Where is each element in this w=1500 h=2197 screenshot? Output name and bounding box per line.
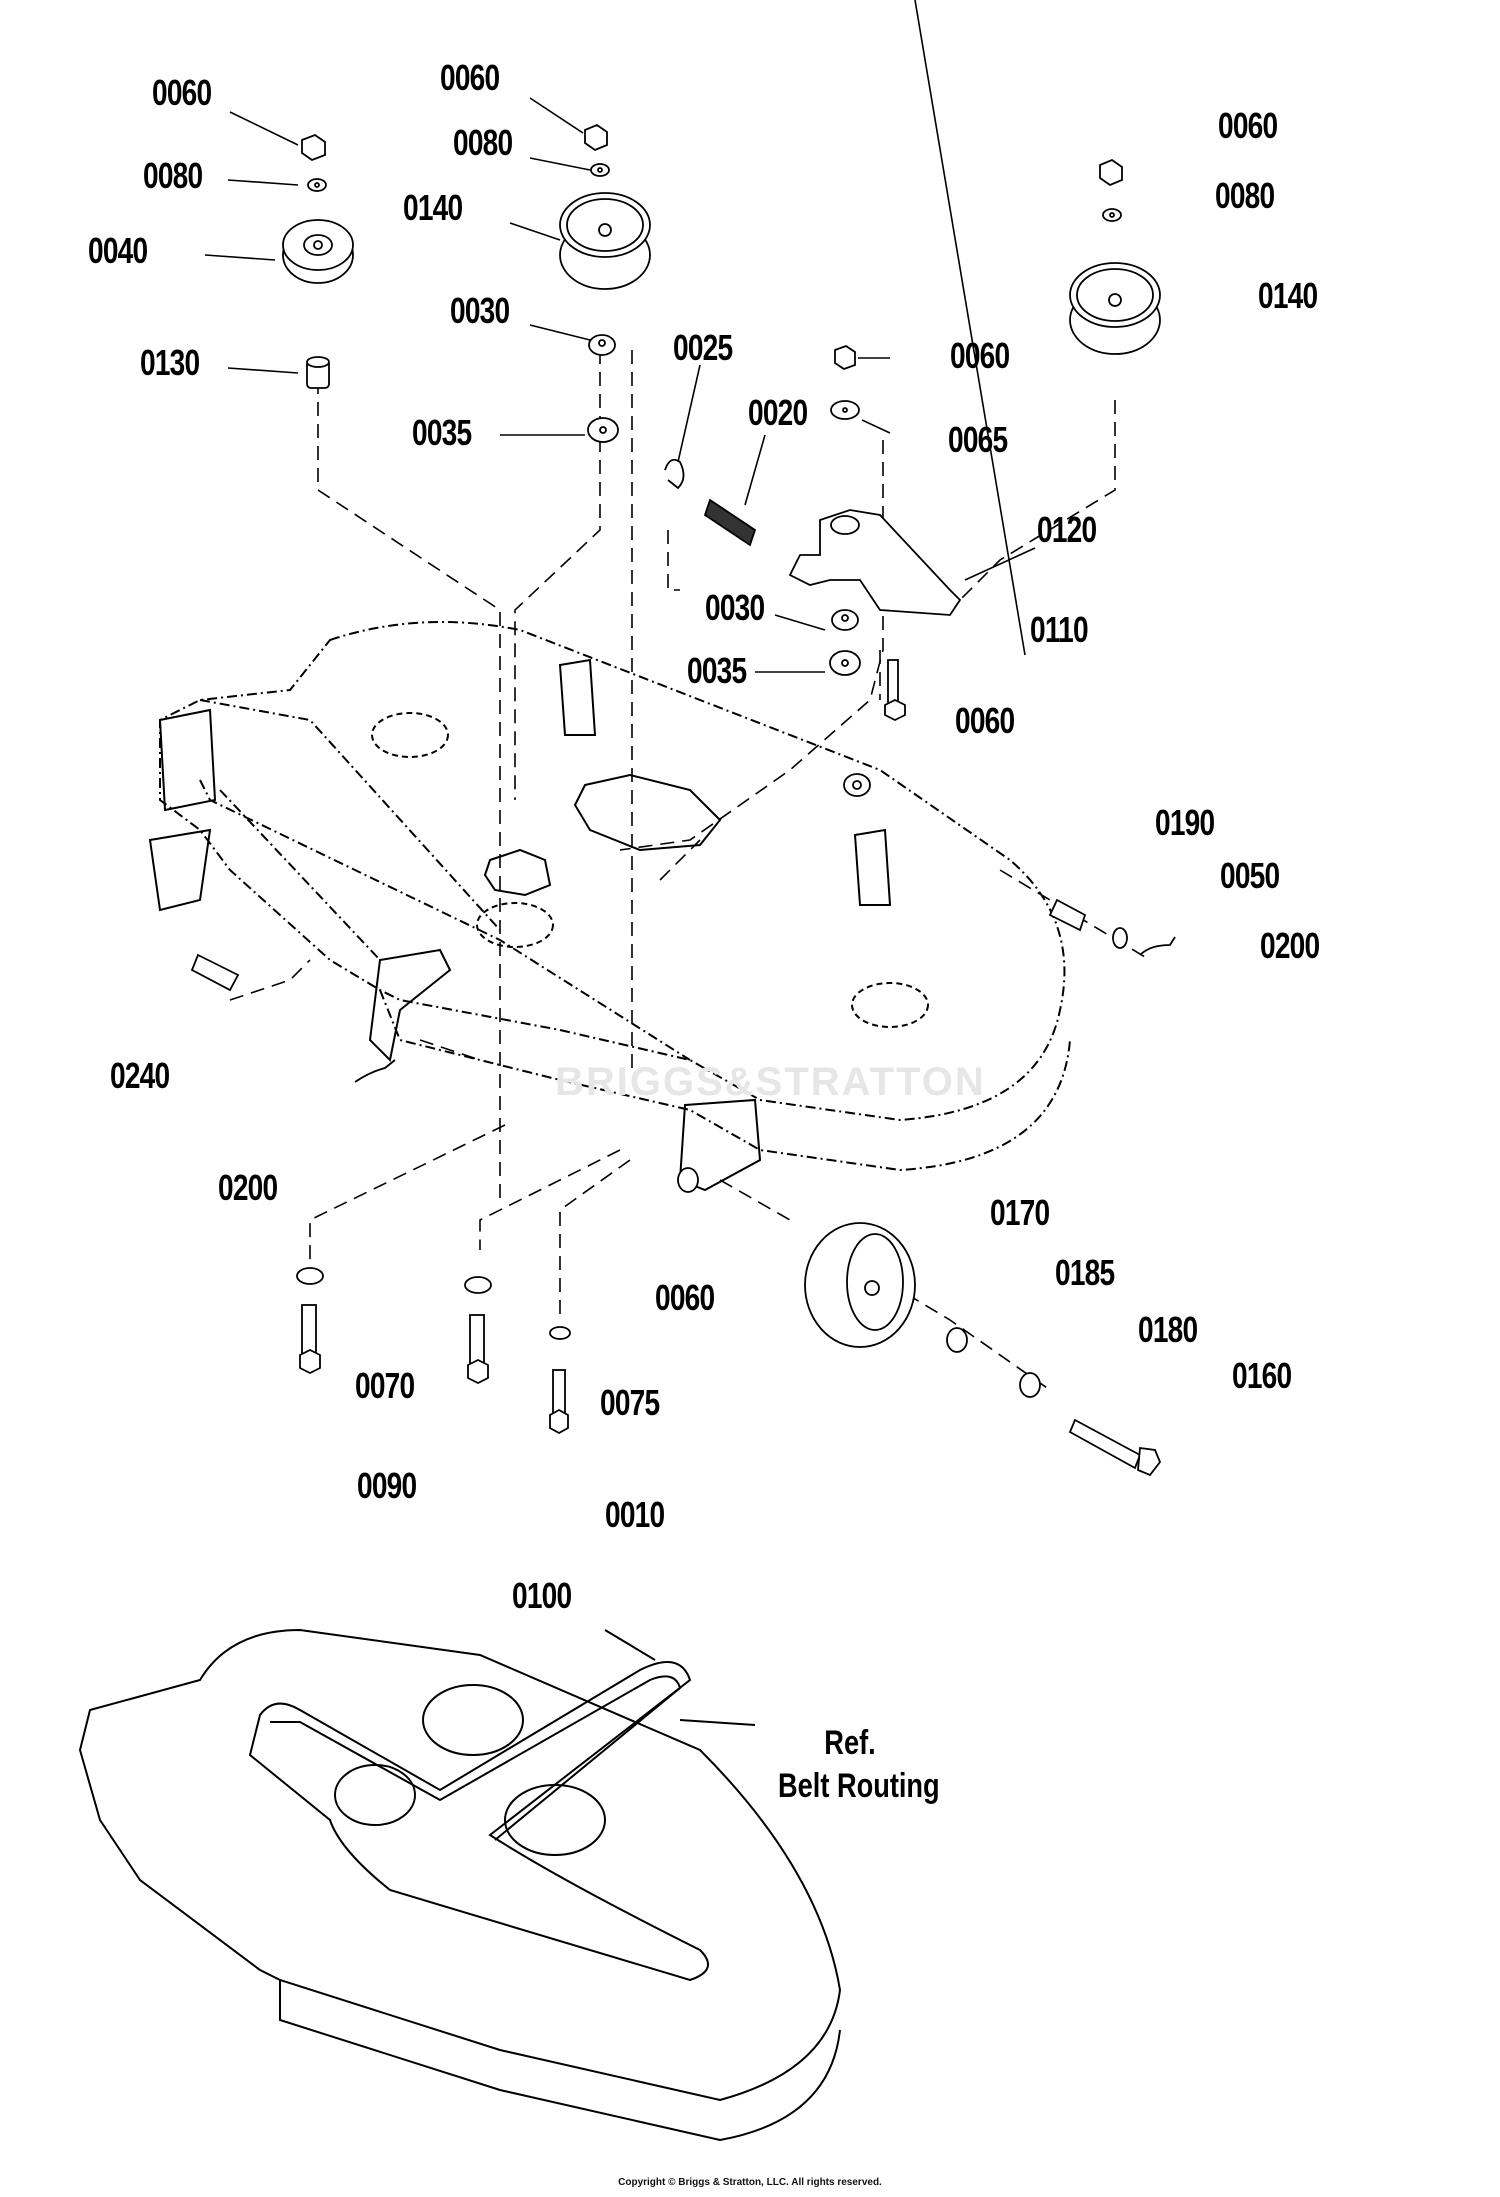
belt-0100 xyxy=(248,1661,709,1982)
callout-0040-idler-pulley[interactable]: 0040 xyxy=(88,230,148,271)
callout-0140-right-pulley[interactable]: 0140 xyxy=(1258,275,1318,316)
callout-0130-spacer[interactable]: 0130 xyxy=(140,342,200,383)
callout-0100-belt[interactable]: 0100 xyxy=(512,1575,572,1616)
deck-octagon-plates xyxy=(483,773,722,897)
lower-pulley-left xyxy=(334,1764,416,1826)
callout-0065-washer[interactable]: 0065 xyxy=(948,419,1008,460)
nut-0060-deck xyxy=(843,773,871,797)
callout-0025-hook[interactable]: 0025 xyxy=(673,327,733,368)
callout-0050-washer[interactable]: 0050 xyxy=(1220,855,1280,896)
assembly-lines xyxy=(229,350,1151,1391)
belt-0100-inner xyxy=(270,1675,682,1841)
deck-housing-exploded xyxy=(159,621,1071,1172)
callout-0060-deck-nut[interactable]: 0060 xyxy=(955,700,1015,741)
spacer-0130 xyxy=(306,356,330,389)
callout-0080-left-washer[interactable]: 0080 xyxy=(143,155,203,196)
callout-0190-pin[interactable]: 0190 xyxy=(1155,802,1215,843)
callout-leaders: "/> xyxy=(204,0,1036,673)
washer-0065 xyxy=(830,400,860,420)
callout-0035-arm-washer[interactable]: 0035 xyxy=(687,650,747,691)
hairpin-0200-left xyxy=(354,1059,396,1083)
nut-0060-left xyxy=(301,133,326,162)
callout-0160-bolt[interactable]: 0160 xyxy=(1232,1355,1292,1396)
callout-0110-bolt[interactable]: 0110 xyxy=(1030,609,1089,650)
lower-pulley-right xyxy=(504,1784,606,1856)
washer-0080-middle xyxy=(590,163,610,177)
nut-0060-axle xyxy=(677,1167,699,1193)
bolt-0090-right xyxy=(467,1314,489,1385)
washer-0080-left xyxy=(307,178,327,192)
washer-0185 xyxy=(946,1327,968,1353)
belt-routing-view xyxy=(78,1628,842,2142)
callout-0080-right-washer[interactable]: 0080 xyxy=(1215,175,1275,216)
bolt-0160 xyxy=(1068,1418,1162,1477)
callout-0060-left-nut[interactable]: 0060 xyxy=(152,72,212,113)
callout-0060-axle-nut[interactable]: 0060 xyxy=(655,1277,715,1318)
callout-0070-washers[interactable]: 0070 xyxy=(355,1365,415,1406)
washer-0050 xyxy=(1112,927,1128,949)
spring-0020 xyxy=(703,498,757,547)
belt-routing-reference: Ref. Belt Routing xyxy=(778,1722,940,1807)
nut-0060-middle xyxy=(584,123,608,152)
ref-leader xyxy=(679,1719,756,1726)
nut-0060-arm xyxy=(834,344,856,371)
idler-arm-0120 xyxy=(788,509,962,616)
washer-0035-arm xyxy=(829,650,861,676)
pulley-0140-middle xyxy=(559,192,651,290)
pin-0240 xyxy=(190,953,240,992)
callout-0120-idler-arm[interactable]: 0120 xyxy=(1037,509,1097,550)
callout-0035-washer[interactable]: 0035 xyxy=(412,412,472,453)
washer-0070-left xyxy=(296,1267,324,1285)
callout-0140-middle-pulley[interactable]: 0140 xyxy=(403,187,463,228)
brand-watermark: BRIGGS&STRATTON xyxy=(555,1060,986,1104)
callout-0030-bushing[interactable]: 0030 xyxy=(450,290,510,331)
callout-0240-pin[interactable]: 0240 xyxy=(110,1055,170,1096)
bolt-0110 xyxy=(884,659,906,722)
callout-0060-middle-nut[interactable]: 0060 xyxy=(440,57,500,98)
pin-0190 xyxy=(1048,898,1087,932)
bushing-0030-top xyxy=(588,334,616,356)
bushing-0030-arm xyxy=(831,609,859,631)
callout-0030-arm-bushing[interactable]: 0030 xyxy=(705,587,765,628)
lower-deck-skirt xyxy=(279,1980,841,2142)
callout-0080-middle-washer[interactable]: 0080 xyxy=(453,122,513,163)
callout-0060-right-nut[interactable]: 0060 xyxy=(1218,105,1278,146)
washer-0070-right xyxy=(464,1276,492,1294)
ref-note-line1: Ref. xyxy=(824,1724,876,1762)
callout-0180-washer[interactable]: 0180 xyxy=(1138,1309,1198,1350)
lower-pulley-middle xyxy=(422,1684,524,1756)
wheel-0170 xyxy=(804,1222,916,1348)
ref-note-line2: Belt Routing xyxy=(778,1766,940,1805)
callout-0020-spring[interactable]: 0020 xyxy=(748,392,808,433)
nut-0060-right xyxy=(1099,158,1123,187)
deck-brackets xyxy=(148,658,892,1192)
callout-0200-hairpin-right[interactable]: 0200 xyxy=(1260,925,1320,966)
callout-0090-bolts[interactable]: 0090 xyxy=(357,1465,417,1506)
callout-0075-washer[interactable]: 0075 xyxy=(600,1382,660,1423)
idler-pulley-0040 xyxy=(282,219,354,284)
callout-0060-arm-nut[interactable]: 0060 xyxy=(950,335,1010,376)
hairpin-0200-right xyxy=(1139,936,1176,956)
callout-0010-bolt[interactable]: 0010 xyxy=(605,1494,665,1535)
callout-0200-hairpin-left[interactable]: 0200 xyxy=(218,1167,278,1208)
hook-0025 xyxy=(664,458,685,490)
deck-spindle-holes xyxy=(371,712,929,1028)
copyright-notice: Copyright © Briggs & Stratton, LLC. All … xyxy=(618,2177,882,2188)
belt-leader xyxy=(604,1629,656,1661)
bolt-0010 xyxy=(549,1369,569,1435)
washer-0180 xyxy=(1019,1372,1041,1398)
washer-0035-top xyxy=(587,417,619,443)
callout-0185-washer[interactable]: 0185 xyxy=(1055,1252,1115,1293)
pulley-0140-right xyxy=(1069,262,1161,355)
washer-0075 xyxy=(549,1326,571,1340)
washer-0080-right xyxy=(1102,208,1122,222)
bolt-0090-left xyxy=(299,1304,321,1375)
lower-deck-outline xyxy=(78,1628,842,2102)
callout-0170-wheel[interactable]: 0170 xyxy=(990,1192,1050,1233)
